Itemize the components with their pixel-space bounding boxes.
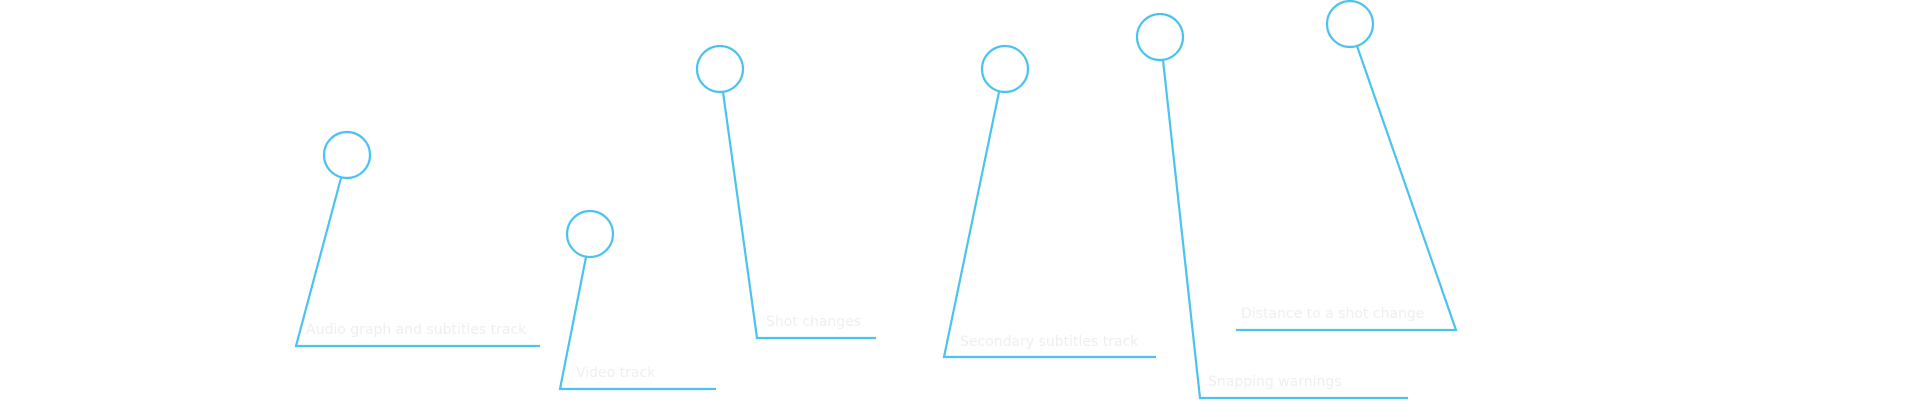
marker-circle xyxy=(1135,12,1185,62)
callout-snapping-warnings: Snapping warnings xyxy=(1135,12,1408,400)
marker-circle xyxy=(980,44,1030,94)
callout-label: Audio graph and subtitles track xyxy=(306,322,527,338)
callout-distance-shot-change: Distance to a shot change xyxy=(1236,0,1458,332)
leader-line xyxy=(294,177,540,348)
callout-secondary-subtitles: Secondary subtitles track xyxy=(942,44,1156,359)
leader-line xyxy=(721,91,876,340)
marker-circle xyxy=(695,44,745,94)
leader-line xyxy=(1236,45,1458,332)
callout-label: Video track xyxy=(576,365,656,381)
leader-line xyxy=(558,256,716,391)
callout-label: Snapping warnings xyxy=(1208,374,1342,390)
marker-circle xyxy=(1325,0,1375,49)
callout-video-track: Video track xyxy=(558,209,716,391)
marker-circle xyxy=(322,130,372,180)
leader-line xyxy=(1161,59,1408,400)
callout-shot-changes: Shot changes xyxy=(695,44,876,340)
callout-label: Secondary subtitles track xyxy=(960,334,1139,350)
leader-line xyxy=(942,91,1156,359)
callout-label: Distance to a shot change xyxy=(1241,306,1424,322)
callout-audio-graph: Audio graph and subtitles track xyxy=(294,130,540,348)
marker-circle xyxy=(565,209,615,259)
callout-label: Shot changes xyxy=(766,314,861,330)
